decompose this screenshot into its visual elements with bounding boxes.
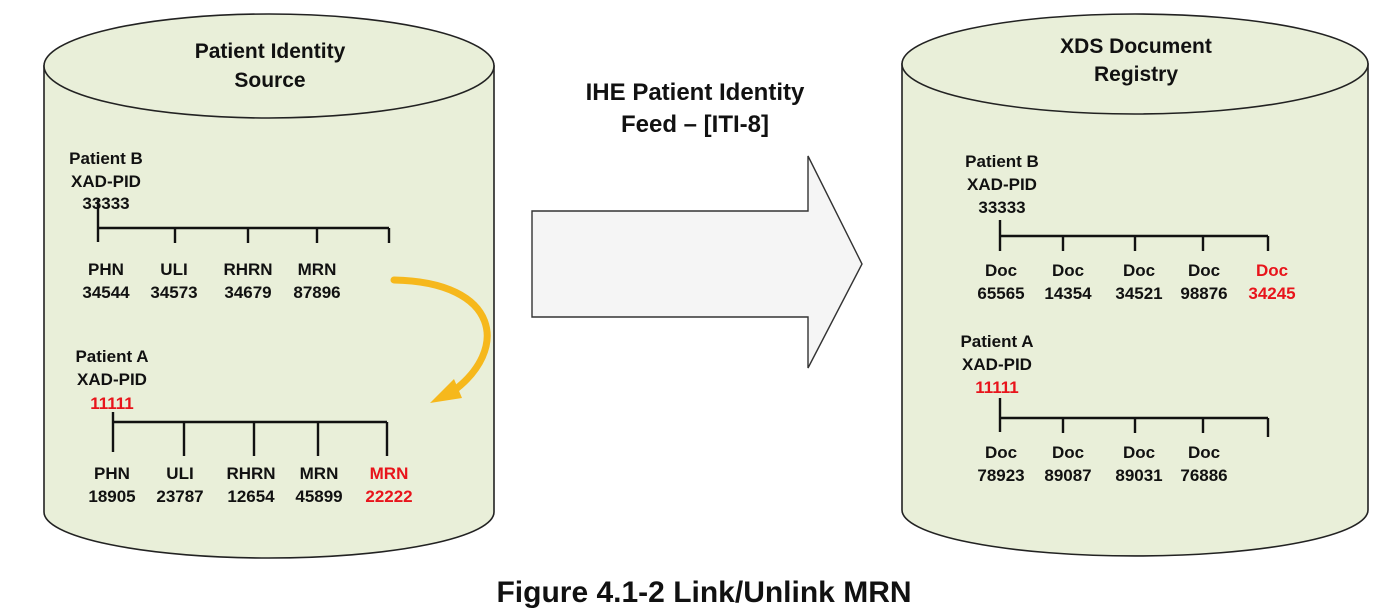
left-patient-a-id-value: 11111 [90, 394, 134, 413]
right-db-title-line1: XDS Document [1060, 35, 1212, 58]
right-patient-a-doc-value-1: 78923 [977, 466, 1024, 485]
transaction-big-arrow [531, 155, 863, 369]
transaction-label-line1: IHE Patient Identity [586, 79, 805, 106]
right-patient-b-doc-label-2: Doc [1052, 261, 1084, 280]
right-patient-a-name: Patient A [960, 332, 1033, 351]
left-patient-b-id-value-uli: 34573 [150, 283, 197, 302]
left-patient-b-group: Patient B XAD-PID 33333 PHN 34544 ULI 34… [69, 149, 391, 302]
left-patient-a-id-value-phn: 18905 [88, 487, 135, 506]
left-patient-a-id-value-uli: 23787 [156, 487, 203, 506]
left-patient-b-id-tree [96, 200, 391, 243]
right-patient-a-id-value: 11111 [975, 378, 1019, 397]
left-patient-b-id-value-mrn: 87896 [293, 283, 340, 302]
right-patient-b-doc-label-1: Doc [985, 261, 1017, 280]
left-patient-b-id-label-phn: PHN [88, 260, 124, 279]
left-patient-a-id-label-uli: ULI [166, 464, 193, 483]
right-patient-a-doc-label-3: Doc [1123, 443, 1155, 462]
left-patient-b-id-label-rhrn: RHRN [223, 260, 272, 279]
right-patient-a-group: Patient A XAD-PID 11111 Doc 78923 Doc 89… [960, 332, 1270, 485]
right-patient-b-doc-label-4: Doc [1188, 261, 1220, 280]
right-patient-a-doc-value-4: 76886 [1180, 466, 1227, 485]
right-cylinder-body [901, 63, 1369, 557]
right-patient-b-doc-value-4: 98876 [1180, 284, 1227, 303]
left-cylinder-top [43, 13, 495, 119]
right-patient-a-doc-label-4: Doc [1188, 443, 1220, 462]
left-patient-a-id-label-linked-mrn: MRN [370, 464, 409, 483]
right-patient-b-doc-label-3: Doc [1123, 261, 1155, 280]
right-patient-a-id-type: XAD-PID [962, 355, 1032, 374]
left-patient-a-name: Patient A [75, 347, 148, 366]
left-patient-b-id-value: 33333 [82, 194, 129, 213]
right-patient-b-doc-value-5: 34245 [1248, 284, 1295, 303]
left-db-title-line1: Patient Identity [195, 40, 346, 63]
right-patient-a-doc-tree [998, 398, 1270, 437]
right-patient-a-doc-label-1: Doc [985, 443, 1017, 462]
left-patient-a-id-label-phn: PHN [94, 464, 130, 483]
right-patient-b-id-type: XAD-PID [967, 175, 1037, 194]
left-db-title-line2: Source [234, 69, 305, 92]
left-patient-a-group: Patient A XAD-PID 11111 PHN 18905 ULI 23… [75, 347, 412, 506]
right-patient-b-doc-tree [998, 220, 1270, 251]
right-patient-a-doc-value-2: 89087 [1044, 466, 1091, 485]
right-patient-b-id-value: 33333 [978, 198, 1025, 217]
left-patient-b-id-value-rhrn: 34679 [224, 283, 271, 302]
iti-8-transaction: IHE Patient Identity Feed – [ITI-8] [531, 79, 863, 369]
curved-arrow-head [430, 379, 462, 403]
right-db-title-line2: Registry [1094, 63, 1178, 86]
left-patient-a-id-label-mrn: MRN [300, 464, 339, 483]
right-patient-b-group: Patient B XAD-PID 33333 Doc 65565 Doc 14… [965, 152, 1295, 303]
left-patient-b-id-value-phn: 34544 [82, 283, 130, 302]
transaction-label-line2: Feed – [ITI-8] [621, 111, 769, 138]
right-cylinder-top [901, 13, 1369, 115]
left-patient-a-id-tree [111, 412, 389, 456]
xds-document-registry-cylinder: XDS Document Registry Patient B XAD-PID … [901, 13, 1369, 557]
patient-identity-source-cylinder: Patient Identity Source Patient B XAD-PI… [43, 13, 495, 559]
left-patient-a-id-value-rhrn: 12654 [227, 487, 275, 506]
left-patient-a-id-value-mrn: 45899 [295, 487, 342, 506]
right-patient-a-doc-value-3: 89031 [1115, 466, 1162, 485]
left-patient-a-id-label-rhrn: RHRN [226, 464, 275, 483]
right-patient-b-doc-label-5: Doc [1256, 261, 1288, 280]
right-patient-a-doc-label-2: Doc [1052, 443, 1084, 462]
left-patient-b-name: Patient B [69, 149, 143, 168]
right-patient-b-doc-value-1: 65565 [977, 284, 1024, 303]
left-patient-a-id-type: XAD-PID [77, 370, 147, 389]
right-patient-b-name: Patient B [965, 152, 1039, 171]
figure-caption: Figure 4.1-2 Link/Unlink MRN [496, 576, 911, 608]
mrn-move-curved-arrow [390, 276, 491, 403]
right-patient-b-doc-value-3: 34521 [1115, 284, 1162, 303]
left-patient-b-id-type: XAD-PID [71, 172, 141, 191]
left-patient-b-id-label-mrn: MRN [298, 260, 337, 279]
left-cylinder-body [43, 65, 495, 559]
right-patient-b-doc-value-2: 14354 [1044, 284, 1092, 303]
left-patient-a-id-value-linked-mrn: 22222 [365, 487, 412, 506]
left-patient-b-id-label-uli: ULI [160, 260, 187, 279]
curved-arrow-shaft [390, 276, 491, 396]
